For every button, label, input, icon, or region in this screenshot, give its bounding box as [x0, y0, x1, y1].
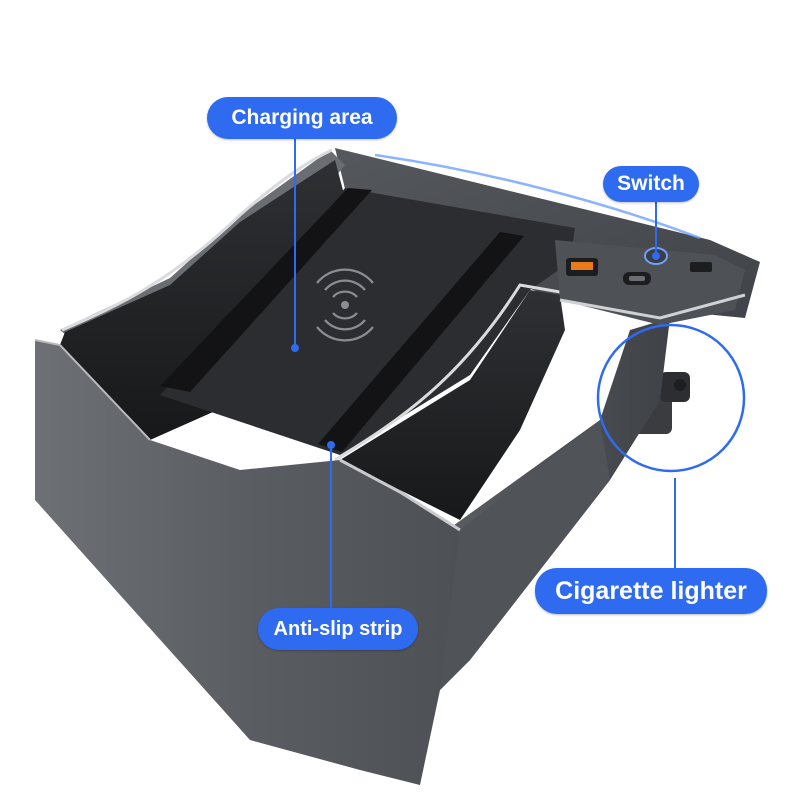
charging-area-callout: Charging area [207, 97, 397, 139]
anti-slip-strip-callout: Anti-slip strip [258, 608, 418, 650]
anti-slip-strip-left [160, 188, 372, 392]
wireless-charging-icon [316, 268, 374, 342]
switch-callout: Switch [603, 166, 699, 202]
charging-pad [160, 188, 575, 455]
cigarette-lighter-callout: Cigarette lighter [535, 568, 767, 614]
right-compartment [340, 290, 565, 520]
port-block [555, 240, 745, 325]
body-corner [440, 420, 610, 690]
anti-slip-strip-right [318, 232, 524, 452]
usb-a-port-icon [566, 258, 598, 276]
left-compartment [60, 160, 360, 440]
leader-lines [291, 139, 746, 608]
side-slot [690, 262, 712, 272]
usb-c-port-icon [623, 272, 651, 285]
body-front-face [35, 340, 460, 785]
